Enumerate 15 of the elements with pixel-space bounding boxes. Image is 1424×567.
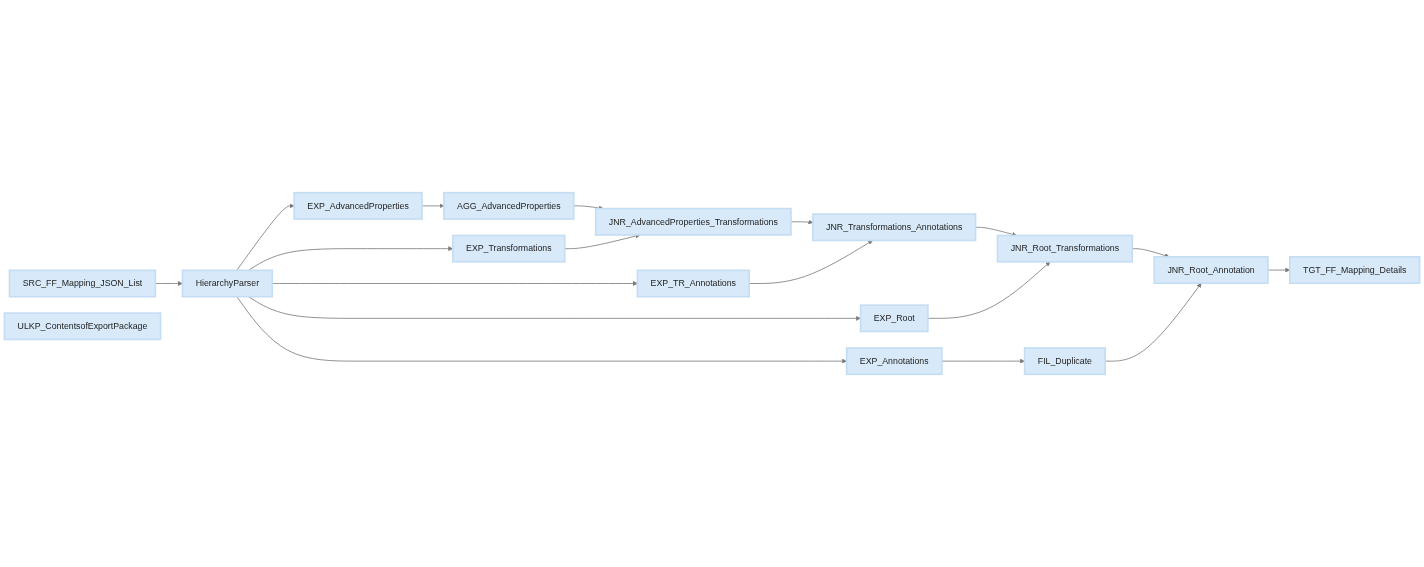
node-box: EXP_Transformations [452, 234, 566, 263]
node-box: JNR_Root_Transformations [996, 234, 1134, 263]
node-box: JNR_AdvancedProperties_Transformations [594, 207, 792, 236]
node-box: SRC_FF_Mapping_JSON_List [8, 269, 157, 298]
node-box: EXP_TR_Annotations [636, 269, 750, 298]
node-box: EXP_AdvancedProperties [293, 191, 423, 220]
node-box: JNR_Root_Annotation [1153, 256, 1269, 285]
node-box: ULKP_ContentsofExportPackage [3, 312, 162, 341]
node-box: TGT_FF_Mapping_Details [1289, 256, 1421, 285]
node-box: FIL_Duplicate [1023, 347, 1106, 376]
node-box: AGG_AdvancedProperties [443, 191, 575, 220]
node-box: JNR_Transformations_Annotations [812, 213, 977, 242]
node-box: EXP_Root [859, 304, 929, 333]
node-box: EXP_Annotations [845, 347, 943, 376]
node-box: HierarchyParser [181, 269, 274, 298]
